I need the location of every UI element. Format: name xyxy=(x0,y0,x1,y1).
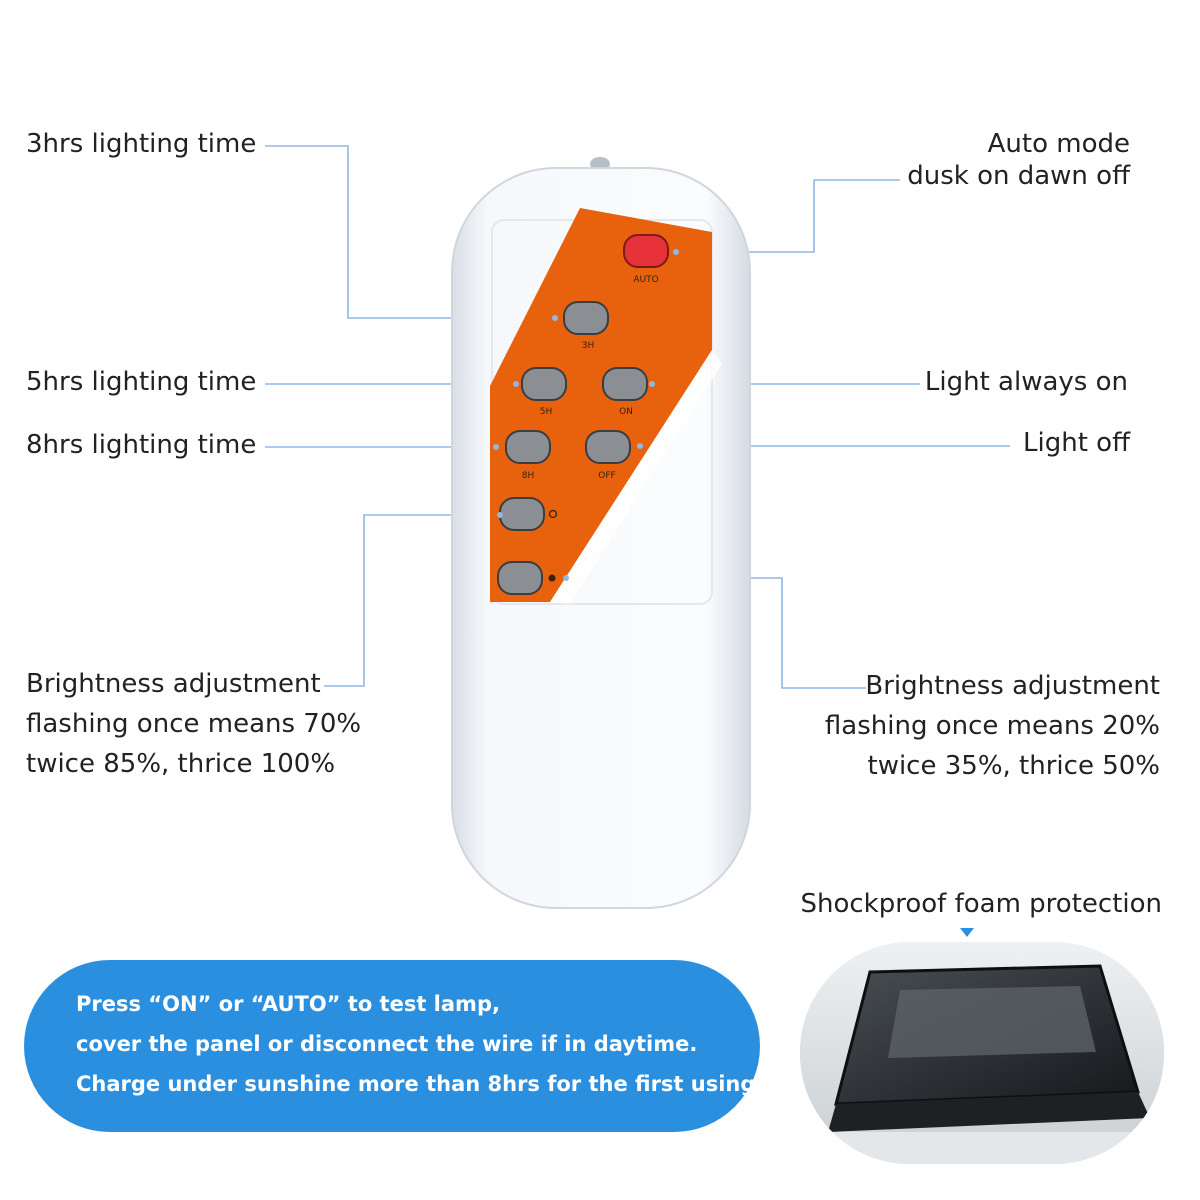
label-brightness-down-line2: flashing once means 20% xyxy=(824,711,1160,741)
notice-line3: Charge under sunshine more than 8hrs for… xyxy=(76,1072,764,1096)
label-light-off: Light off xyxy=(1023,428,1130,458)
label-brightness-down-line3: twice 35%, thrice 50% xyxy=(867,751,1161,781)
label-brightness-up-line2: flashing once means 70% xyxy=(26,709,362,739)
foam-protection-photo xyxy=(800,942,1164,1164)
label-brightness-down-line1: Brightness adjustment xyxy=(865,671,1160,701)
label-auto-mode-line2: dusk on dawn off xyxy=(907,161,1130,191)
label-auto-mode-line1: Auto mode xyxy=(987,129,1130,159)
leader-brightness-up xyxy=(324,514,500,687)
label-light-always-on: Light always on xyxy=(924,367,1128,397)
notice-line1: Press “ON” or “AUTO” to test lamp, xyxy=(76,992,500,1016)
packaged-lamp-image xyxy=(800,942,1164,1164)
arrow-down-icon xyxy=(960,928,974,937)
label-5h-lighting-time: 5hrs lighting time xyxy=(26,367,257,397)
label-brightness-up-line1: Brightness adjustment xyxy=(26,669,321,699)
label-shockproof: Shockproof foam protection xyxy=(800,889,1163,919)
notice-line2: cover the panel or disconnect the wire i… xyxy=(76,1032,698,1056)
remote-control xyxy=(451,157,751,909)
label-brightness-up-line3: twice 85%, thrice 100% xyxy=(26,749,336,779)
label-3h-lighting-time: 3hrs lighting time xyxy=(26,129,257,159)
notice-banner: Press “ON” or “AUTO” to test lamp, cover… xyxy=(24,960,764,1132)
label-8h-lighting-time: 8hrs lighting time xyxy=(26,430,257,460)
